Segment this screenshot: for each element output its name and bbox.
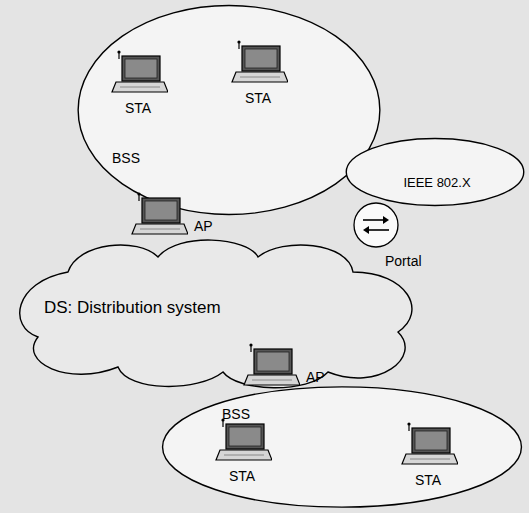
bss-ellipse: BSS STA STA [160, 386, 524, 508]
node-label: STA [245, 90, 271, 106]
portal-circle: Portal [352, 201, 432, 273]
ellipse-outline [345, 138, 525, 206]
access-point-laptop: AP [128, 192, 224, 242]
station-laptop: STA [108, 50, 172, 122]
laptop-icon [400, 422, 458, 468]
network-ellipse: IEEE 802.X [345, 138, 525, 206]
laptop-icon [242, 343, 300, 389]
access-point-laptop: AP [240, 343, 340, 393]
ellipse-outline [160, 386, 524, 508]
station-laptop: STA [398, 422, 462, 494]
laptop-icon [110, 50, 168, 96]
node-label: BSS [112, 150, 140, 166]
distribution-cloud: DS: Distribution system [8, 232, 428, 392]
node-label: AP [306, 369, 325, 385]
laptop-icon [214, 418, 272, 464]
bss-ellipse: BSS STA STA [76, 4, 382, 216]
station-laptop: STA [228, 40, 292, 112]
node-label: STA [415, 472, 441, 488]
node-label: BSS [222, 406, 250, 422]
node-label: Portal [385, 253, 422, 269]
station-laptop: STA [212, 418, 276, 490]
node-label: IEEE 802.X [403, 176, 470, 191]
node-label: STA [125, 100, 151, 116]
portal-symbol [352, 201, 400, 249]
ellipse-outline [76, 4, 382, 216]
node-label: STA [229, 468, 255, 484]
laptop-icon [230, 40, 288, 86]
node-label: DS: Distribution system [44, 298, 221, 318]
node-label: AP [194, 218, 213, 234]
laptop-icon [130, 192, 188, 238]
